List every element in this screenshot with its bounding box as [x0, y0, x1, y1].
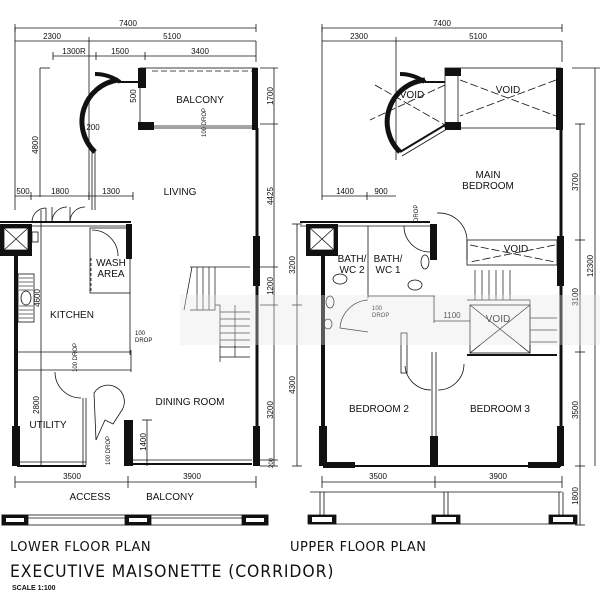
- dim-lower-3500: 3500: [63, 472, 81, 481]
- room-void-3: VOID: [504, 244, 528, 255]
- dim-3100: 3100: [571, 288, 580, 306]
- dim-1300: 1300: [102, 187, 120, 196]
- note-upper-drop-word: DROP: [372, 313, 389, 319]
- dim-1800: 1800: [51, 187, 69, 196]
- room-void-4: VOID: [486, 314, 510, 325]
- dim-upper-3900: 3900: [489, 472, 507, 481]
- dim-1200: 1200: [266, 277, 275, 295]
- watermark: [180, 295, 600, 345]
- dim-12300: 12300: [586, 254, 595, 277]
- room-void-1: VOID: [400, 90, 424, 101]
- room-bath-wc1-line2: WC 1: [376, 265, 401, 276]
- dim-500-vert: 500: [129, 89, 138, 103]
- room-living: LIVING: [164, 187, 197, 198]
- dim-1800: 1800: [571, 487, 580, 505]
- dim-2800: 2800: [32, 396, 41, 414]
- dim-1700: 1700: [266, 87, 275, 105]
- dim-4800: 4800: [31, 136, 40, 154]
- lower-floor-plan-title: LOWER FLOOR PLAN: [10, 540, 152, 555]
- dim-1400: 1400: [336, 187, 354, 196]
- dim-upper-total: 7400: [433, 19, 451, 28]
- room-bath-wc2-line1: BATH/: [338, 254, 367, 265]
- room-kitchen: KITCHEN: [50, 310, 94, 321]
- dim-outer-3200: 3200: [288, 256, 297, 274]
- room-utility: UTILITY: [29, 420, 67, 431]
- dim-lower-5100: 5100: [163, 32, 181, 41]
- dim-lower-3900: 3900: [183, 472, 201, 481]
- dim-outer-4300: 4300: [288, 376, 297, 394]
- dim-upper-5100: 5100: [469, 32, 487, 41]
- room-main-bedroom-line1: MAIN: [476, 170, 501, 181]
- dim-500: 500: [16, 187, 30, 196]
- room-bedroom-3: BEDROOM 3: [470, 404, 530, 415]
- drawing-title: EXECUTIVE MAISONETTE (CORRIDOR): [10, 562, 335, 582]
- dim-3200: 3200: [266, 401, 275, 419]
- dim-4600: 4600: [33, 289, 42, 307]
- scale-label: SCALE 1:100: [12, 585, 56, 592]
- label-balcony-outside: BALCONY: [146, 492, 194, 503]
- room-bath-wc2-line2: WC 2: [340, 265, 365, 276]
- dim-1400: 1400: [139, 433, 148, 451]
- upper-floor-plan-title: UPPER FLOOR PLAN: [290, 540, 427, 555]
- dim-200-right: 200: [269, 457, 275, 468]
- upper-floor-plan: [300, 24, 600, 526]
- room-void-2: VOID: [496, 85, 520, 96]
- dim-4425: 4425: [266, 187, 275, 205]
- note-utility-drop: 100 DROP: [106, 436, 112, 465]
- dim-upper-3500: 3500: [369, 472, 387, 481]
- dim-3400: 3400: [191, 47, 209, 56]
- note-drop-word: DROP: [135, 338, 152, 344]
- dim-radius: 1300R: [62, 47, 86, 56]
- room-wash-area-line1: WASH: [96, 258, 126, 269]
- room-balcony: BALCONY: [176, 95, 224, 106]
- room-bath-wc1-line1: BATH/: [374, 254, 403, 265]
- dim-900: 900: [374, 187, 388, 196]
- dim-lower-2300: 2300: [43, 32, 61, 41]
- room-main-bedroom-line2: BEDROOM: [462, 181, 514, 192]
- dim-1500: 1500: [111, 47, 129, 56]
- dim-3700: 3700: [571, 173, 580, 191]
- upper-floor-labels: 7400 2300 5100 1400 900 1100 3500 3900 3…: [336, 19, 595, 505]
- note-drop-num: 100: [135, 331, 146, 337]
- note-main-drop: DROP: [414, 205, 420, 222]
- lower-floor-plan: [0, 24, 302, 526]
- note-upper-drop-num: 100: [372, 306, 383, 312]
- dim-1100: 1100: [443, 311, 461, 320]
- dim-200: 200: [86, 123, 100, 132]
- note-balcony-drop: 100 DROP: [202, 108, 208, 137]
- room-wash-area-line2: AREA: [97, 269, 125, 280]
- lower-floor-labels: 7400 2300 5100 1300R 1500 3400 500 200 4…: [16, 19, 297, 503]
- room-bedroom-2: BEDROOM 2: [349, 404, 409, 415]
- label-access: ACCESS: [69, 492, 110, 503]
- room-dining: DINING ROOM: [156, 397, 225, 408]
- dim-upper-right-3500: 3500: [571, 401, 580, 419]
- note-kitchen-drop: 100 DROP: [73, 343, 79, 372]
- dim-lower-total: 7400: [119, 19, 137, 28]
- dim-upper-2300: 2300: [350, 32, 368, 41]
